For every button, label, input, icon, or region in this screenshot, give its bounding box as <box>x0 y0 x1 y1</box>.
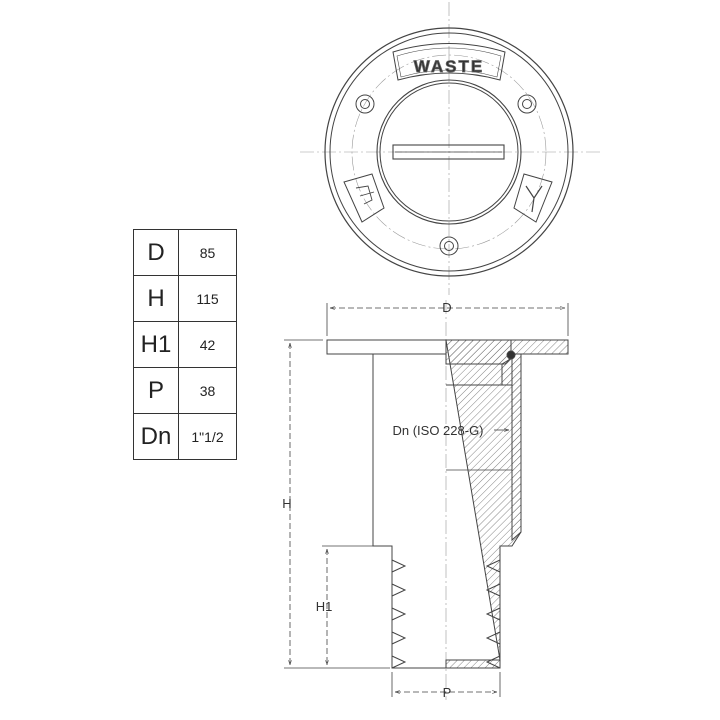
flange-left <box>326 339 446 355</box>
cap-outline <box>376 79 522 225</box>
spec-row-p: P 38 <box>133 367 237 414</box>
body-left <box>372 354 446 669</box>
p-label: P <box>443 685 452 700</box>
o-ring <box>506 350 516 360</box>
spec-value: 1"1/2 <box>178 413 237 460</box>
right-symbol-glyph <box>525 185 543 213</box>
spec-value: 85 <box>178 229 237 276</box>
left-symbol-panel <box>343 173 385 223</box>
waste-engraving-text: WASTE <box>414 57 484 76</box>
flange-outer <box>324 27 574 277</box>
cap-inner <box>379 82 519 222</box>
spec-row-h1: H1 42 <box>133 321 237 368</box>
waste-banner-inner <box>396 47 502 78</box>
hub-section <box>511 353 522 542</box>
spec-value: 115 <box>178 275 237 322</box>
dimensions <box>284 303 569 697</box>
spec-key: D <box>133 229 179 276</box>
thread-label: Dn (ISO 228-G) <box>392 423 483 438</box>
h1-label: H1 <box>316 599 333 614</box>
spec-key: Dn <box>133 413 179 460</box>
cap-skirt <box>501 357 513 386</box>
spec-value: 42 <box>178 321 237 368</box>
flange-inner <box>329 32 569 272</box>
hose-ribs-right <box>485 546 501 669</box>
spec-value: 38 <box>178 367 237 414</box>
section-hatch <box>445 339 569 669</box>
spec-table: D 85 H 115 H1 42 P 38 Dn 1"1/2 <box>133 229 237 460</box>
cap-slot <box>392 144 505 160</box>
bolt-circle <box>351 54 547 250</box>
cap-section <box>445 339 512 365</box>
spec-row-dn: Dn 1"1/2 <box>133 413 237 460</box>
screw-bottom <box>439 236 459 256</box>
screw-top-left <box>355 94 375 114</box>
d-label: D <box>442 300 451 315</box>
top-view <box>300 2 600 295</box>
right-symbol-panel <box>513 173 553 223</box>
waste-banner <box>392 43 506 81</box>
section-view <box>326 300 569 700</box>
h-label: H <box>282 496 291 511</box>
spec-row-h: H 115 <box>133 275 237 322</box>
spec-row-d: D 85 <box>133 229 237 276</box>
hose-ribs-left <box>391 546 407 669</box>
screw-top-right <box>517 94 537 114</box>
left-symbol-glyph <box>355 185 375 205</box>
